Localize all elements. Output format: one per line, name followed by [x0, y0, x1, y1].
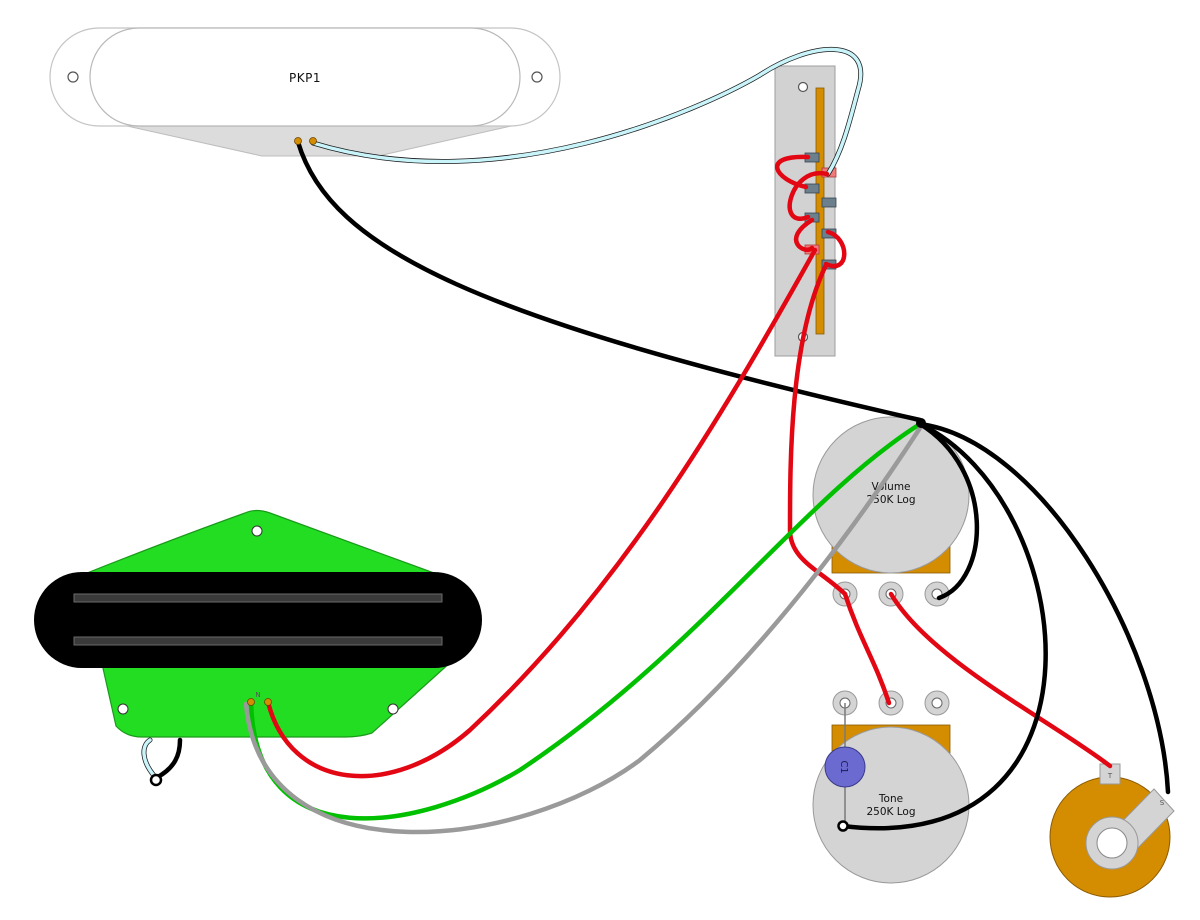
wire-ground-volume-lug3 — [917, 421, 979, 601]
capacitor-label: C1 — [838, 760, 849, 773]
tone-pot-name: Tone — [878, 793, 903, 805]
solder-point — [309, 137, 317, 145]
switch-plate — [774, 65, 836, 357]
switch-screw-hole-top — [797, 81, 809, 93]
capacitor: C1 — [824, 703, 866, 832]
wire-neck-ground-black — [295, 139, 923, 423]
bridge-screw-hole-left — [117, 703, 129, 715]
jack-hole — [1096, 827, 1128, 859]
three-way-switch — [774, 65, 837, 357]
wire-ground-tone — [840, 421, 1048, 831]
bridge-pickup-rail-top — [73, 593, 443, 603]
bridge-screw-hole-top — [251, 525, 263, 537]
wire-bridge-baseplate-light-blue — [142, 738, 158, 780]
bridge-pickup-body — [34, 572, 482, 668]
wire-ground-jack-sleeve — [917, 421, 1171, 795]
neck-pickup: PKP1 — [49, 27, 561, 157]
lug-hole — [931, 697, 943, 709]
wire-volume-to-jack-tip-red — [888, 591, 1113, 769]
wire-switch-jumper — [793, 217, 815, 252]
wire-bridge-gray — [243, 425, 923, 835]
volume-pot-value: 250K Log — [866, 494, 915, 506]
wire-bridge-hot-red — [265, 247, 818, 779]
neck-pickup-screw-hole-left — [67, 71, 79, 83]
solder-point — [264, 698, 272, 706]
tone-pot: Tone 250K Log — [812, 690, 970, 884]
neck-pickup-screw-hole-right — [531, 71, 543, 83]
jack-sleeve-label: S — [1160, 799, 1165, 807]
bridge-pickup-rail-bottom — [73, 636, 443, 646]
bridge-pickup-label: N — [255, 691, 260, 699]
neck-pickup-base — [117, 123, 521, 157]
wire-switch-out-red — [787, 262, 848, 597]
volume-pot: Volume 250K Log — [812, 416, 970, 607]
ground-junction — [916, 418, 926, 428]
switch-blade — [815, 87, 825, 335]
wire-bridge-baseplate-black — [153, 737, 183, 781]
output-jack: T S — [1049, 763, 1175, 898]
neck-pickup-cover — [89, 27, 521, 127]
bridge-pickup: N — [34, 509, 482, 738]
jack-tip-label: T — [1107, 772, 1113, 780]
wire-volume-to-tone-red — [842, 591, 892, 706]
volume-pot-body — [812, 416, 970, 574]
wire-neck-hot-light-blue — [311, 47, 863, 176]
wire-switch-jumper — [787, 170, 830, 221]
neck-pickup-label: PKP1 — [289, 71, 321, 85]
wire-switch-jumper — [823, 229, 847, 269]
solder-point — [294, 137, 302, 145]
bridge-screw-hole-right — [387, 703, 399, 715]
baseplate-solder-point — [149, 773, 163, 787]
tone-ground-solder-point — [837, 820, 849, 832]
capacitor-body — [824, 746, 866, 788]
switch-lug — [821, 197, 837, 208]
wires — [141, 47, 1171, 835]
tone-pot-value: 250K Log — [866, 806, 915, 818]
solder-point — [247, 698, 255, 706]
